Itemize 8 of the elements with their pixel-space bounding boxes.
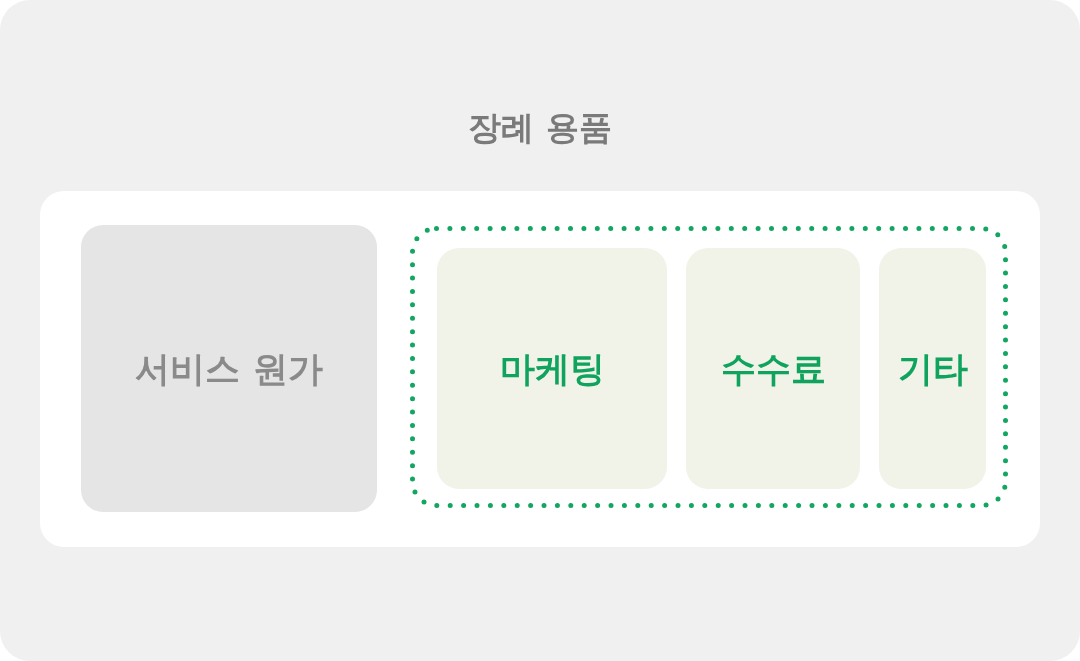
category-label: 서비스 원가 — [135, 347, 323, 390]
category-label: 마케팅 — [499, 347, 605, 390]
category-label: 수수료 — [720, 347, 826, 390]
content-panel — [40, 191, 1040, 547]
dotted-group-frame — [410, 226, 1008, 508]
category-label: 기타 — [897, 347, 968, 390]
diagram-title: 장례 용품 — [468, 108, 612, 148]
category-box — [81, 225, 377, 512]
